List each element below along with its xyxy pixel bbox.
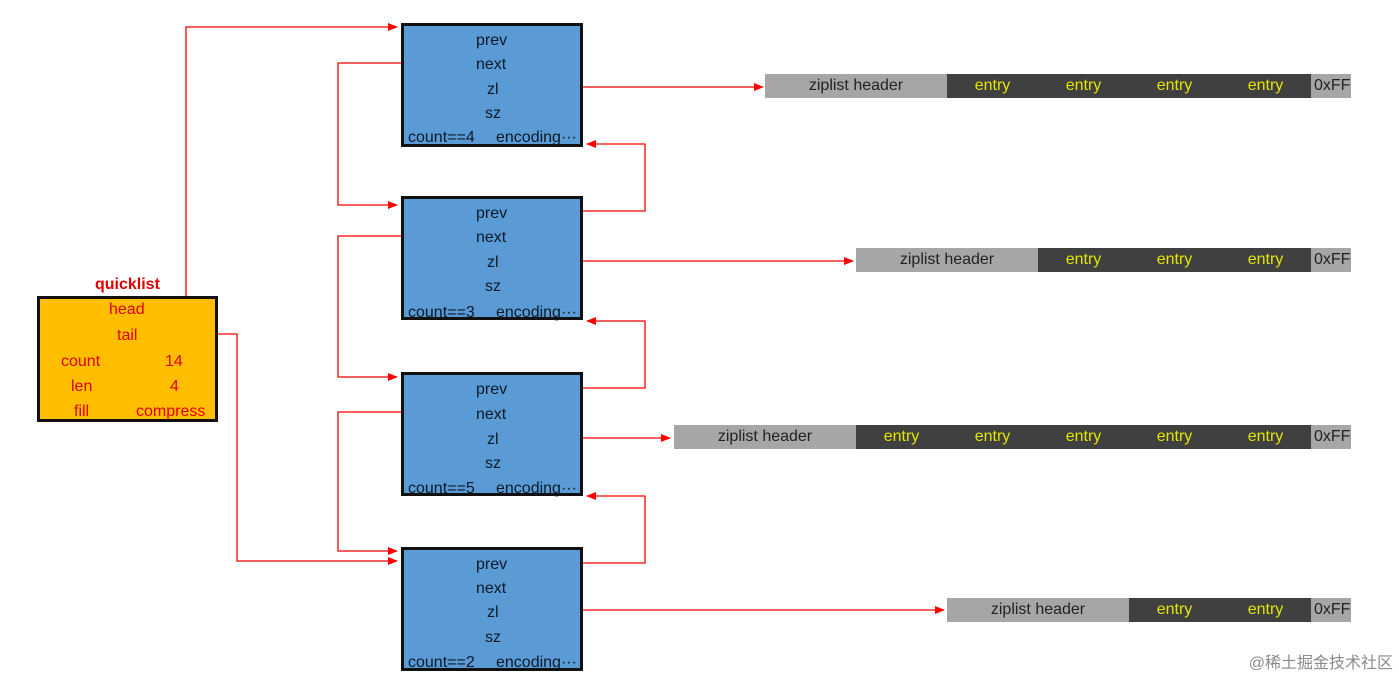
ziplist-header: ziplist header [856,248,1038,272]
quicklist-len-label: len [71,378,93,395]
watermark: @稀土掘金技术社区 [1248,655,1393,672]
ziplist-entry: entry [1220,248,1311,272]
quicklist-node-1: prev next zl sz count==4 encoding··· [401,23,583,147]
node-zl-field: zl [487,604,499,621]
node-next-field: next [476,229,507,246]
ziplist-entry: entry [1129,248,1220,272]
node-prev-field: prev [476,381,508,398]
ziplist-end-marker: 0xFF [1311,74,1351,98]
ziplist-entry: entry [856,425,947,449]
ziplist-entry: entry [1129,598,1220,622]
node-prev-field: prev [476,32,508,49]
node-encoding-field: encoding··· [496,654,577,671]
node-sz-field: sz [485,105,501,122]
ziplist-header: ziplist header [674,425,856,449]
ziplist-entry: entry [1038,248,1129,272]
quicklist-node-2: prev next zl sz count==3 encoding··· [401,196,583,321]
ziplist-entry: entry [1129,425,1220,449]
quicklist-struct [37,296,218,422]
node-prev-field: prev [476,205,508,222]
ziplist-end-marker: 0xFF [1311,425,1351,449]
quicklist-count-label: count [61,353,101,370]
ziplist-header: ziplist header [765,74,947,98]
node3-next-arrow [337,411,458,555]
node-encoding-field: encoding··· [496,480,577,497]
node-count-field: count==3 [408,304,475,321]
node-prev-field: prev [476,556,508,573]
quicklist-node-3: prev next zl sz count==5 encoding··· [401,372,583,497]
node2-next-arrow [337,235,458,381]
node-count-field: count==5 [408,480,475,497]
node-sz-field: sz [485,278,501,295]
ziplist-end-marker: 0xFF [1311,248,1351,272]
quicklist-node-4: prev next zl sz count==2 encoding··· [401,547,583,671]
node-count-field: count==4 [408,129,475,146]
node-sz-field: sz [485,455,501,472]
node-sz-field: sz [485,629,501,646]
node-encoding-field: encoding··· [496,304,577,321]
node-next-field: next [476,406,507,423]
quicklist-len-value: 4 [170,378,179,395]
quicklist-head-field: head [109,301,145,318]
node3-prev-arrow [525,317,646,389]
node-next-field: next [476,56,507,73]
node-zl-field: zl [487,81,499,98]
ziplist-entry: entry [947,425,1038,449]
quicklist-tail-field: tail [117,327,138,344]
ziplist-entry: entry [947,74,1038,98]
node-zl-field: zl [487,254,499,271]
ziplist-entry: entry [1220,74,1311,98]
head-pointer-arrow [160,23,398,311]
quicklist-fill-label: fill [74,403,90,420]
ziplist-entry: entry [1038,425,1129,449]
ziplist-entry: entry [1220,425,1311,449]
node4-prev-arrow [525,492,646,564]
ziplist-end-marker: 0xFF [1311,598,1351,622]
quicklist-title: quicklist [95,276,160,293]
node-zl-field: zl [487,431,499,448]
node2-prev-arrow [525,140,646,212]
ziplist-entry: entry [1129,74,1220,98]
node1-next-arrow [337,62,458,209]
node-count-field: count==2 [408,654,475,671]
node-encoding-field: encoding··· [496,129,577,146]
ziplist-header: ziplist header [947,598,1129,622]
ziplist-entry: entry [1038,74,1129,98]
node-next-field: next [476,580,507,597]
ziplist-entry: entry [1220,598,1311,622]
quicklist-count-value: 14 [165,353,183,370]
quicklist-compress-label: compress [136,403,206,420]
